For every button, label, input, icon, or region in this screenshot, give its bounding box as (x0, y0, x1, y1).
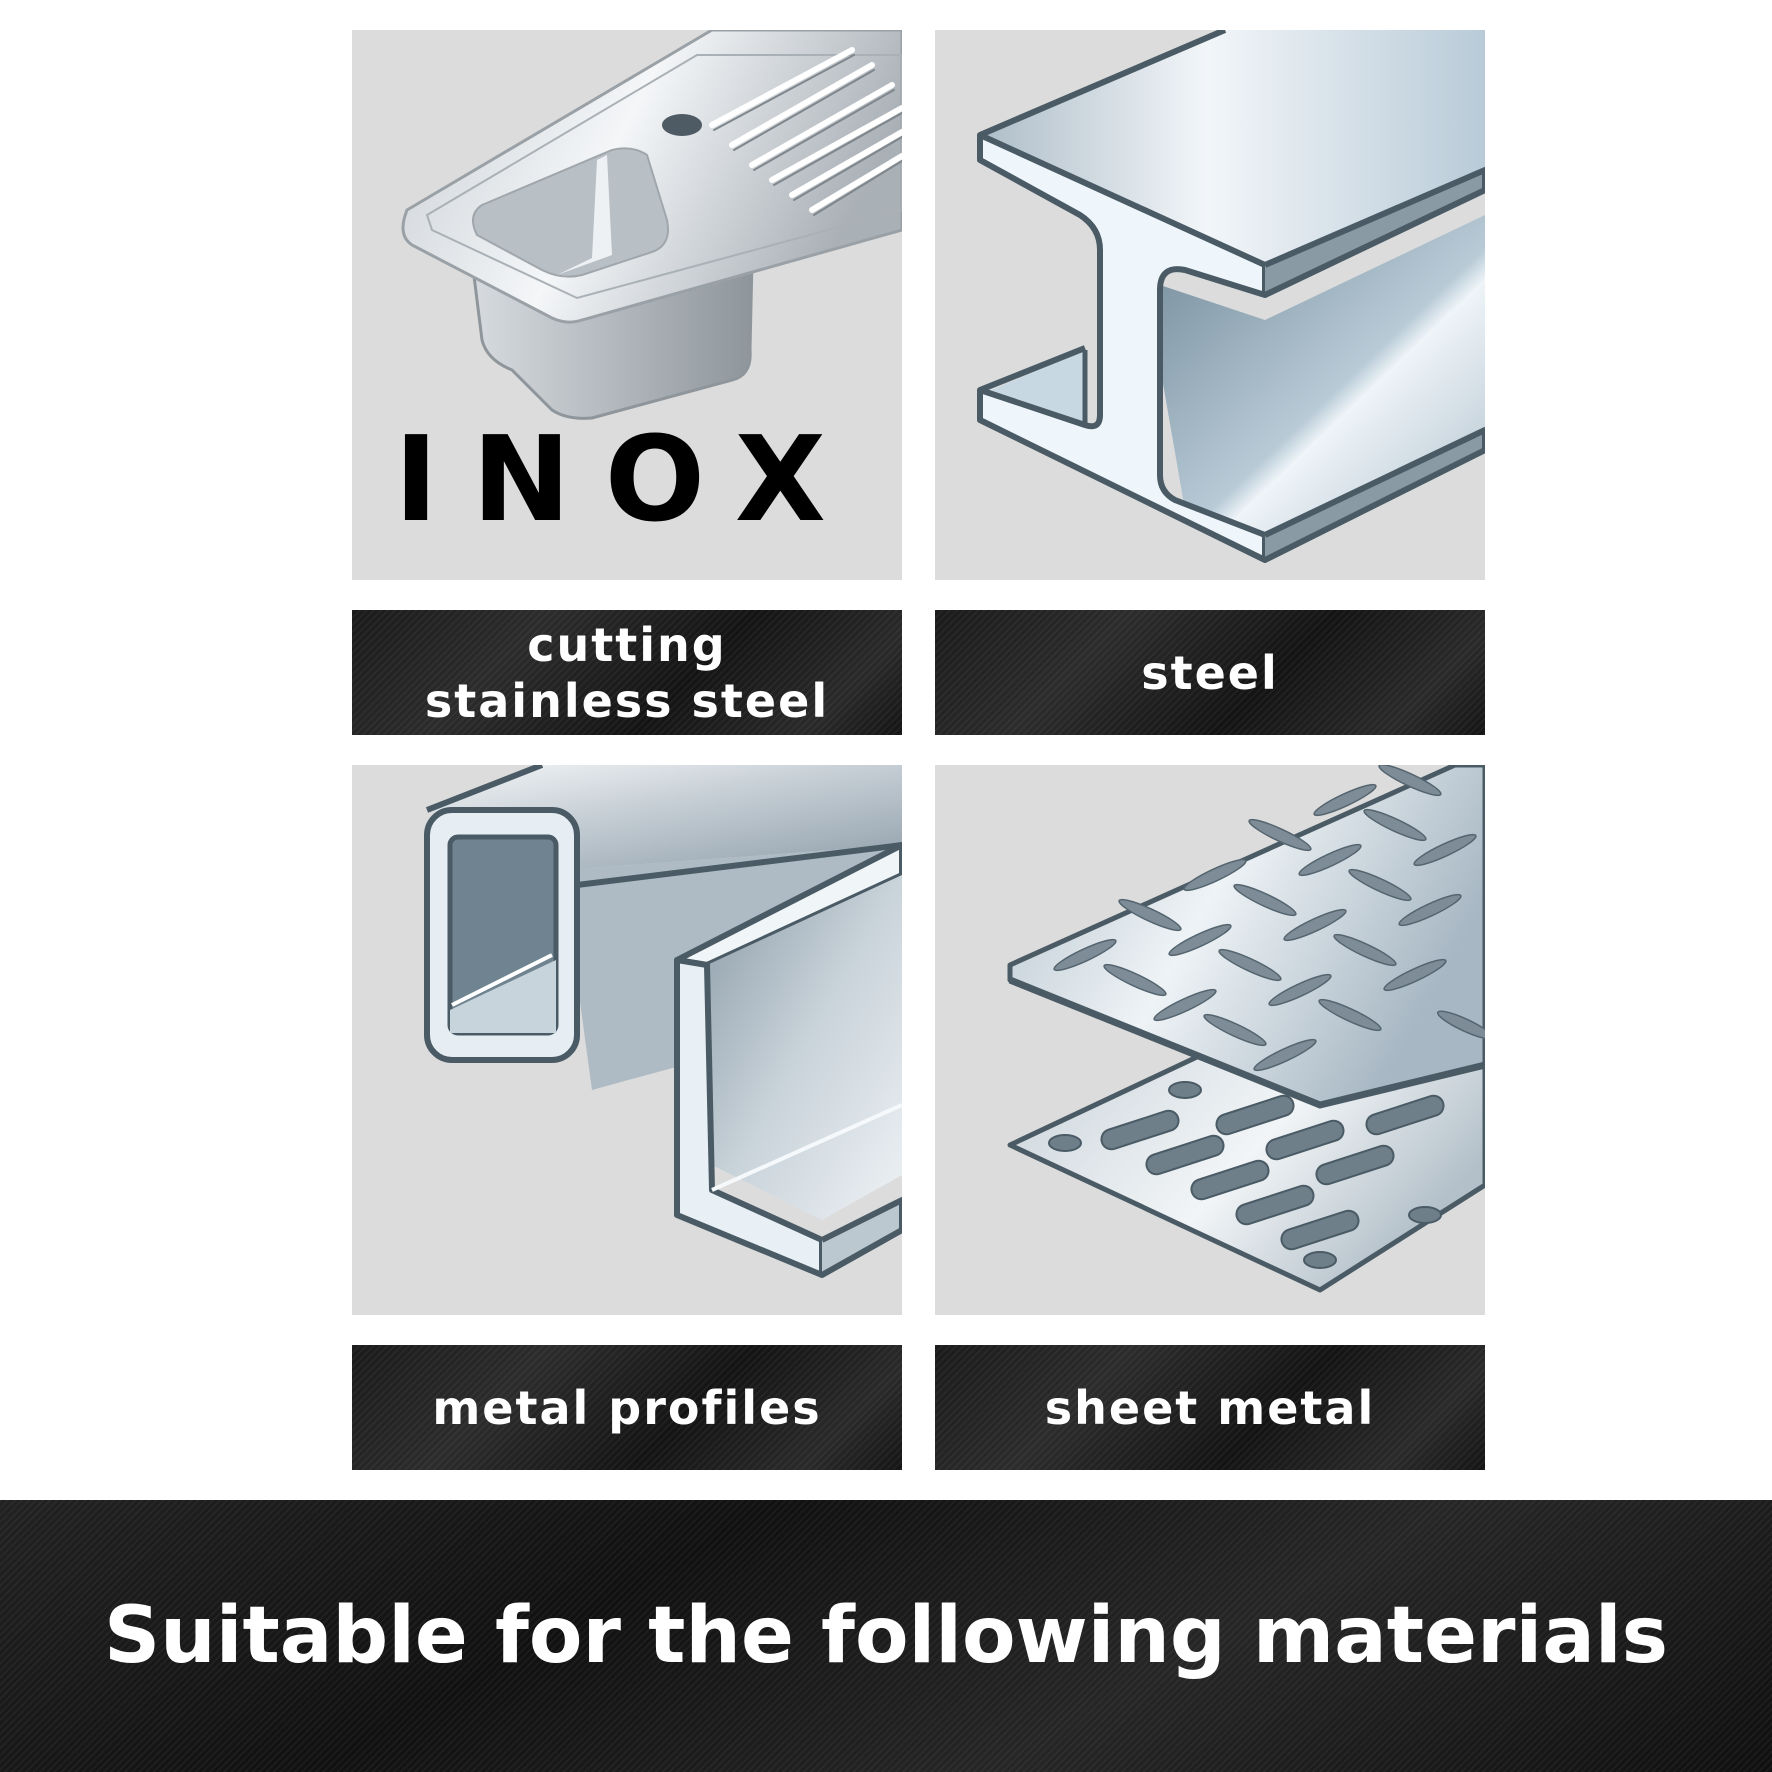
label-metal-profiles-text: metal profiles (432, 1380, 822, 1435)
label-stainless-steel-text: cutting stainless steel (424, 617, 830, 728)
label-steel-text: steel (1141, 645, 1279, 700)
tile-stainless-steel: INOX (352, 30, 902, 580)
materials-banner: Suitable for the following materials (0, 1500, 1772, 1772)
i-beam-icon (977, 30, 1485, 563)
tile-steel (935, 30, 1485, 580)
label-sheet-metal-text: sheet metal (1044, 1380, 1376, 1435)
tile-metal-profiles (352, 765, 902, 1315)
sheet-metal-icon (1007, 765, 1485, 1293)
label-stainless-steel: cutting stainless steel (352, 610, 902, 735)
tile-sheet-metal (935, 765, 1485, 1315)
label-metal-profiles: metal profiles (352, 1345, 902, 1470)
label-sheet-metal: sheet metal (935, 1345, 1485, 1470)
label-steel: steel (935, 610, 1485, 735)
inox-logo-text: INOX (394, 410, 860, 548)
metal-profile-icon (424, 765, 902, 1278)
banner-title: Suitable for the following materials (104, 1591, 1668, 1681)
sink-icon: INOX (394, 30, 902, 548)
